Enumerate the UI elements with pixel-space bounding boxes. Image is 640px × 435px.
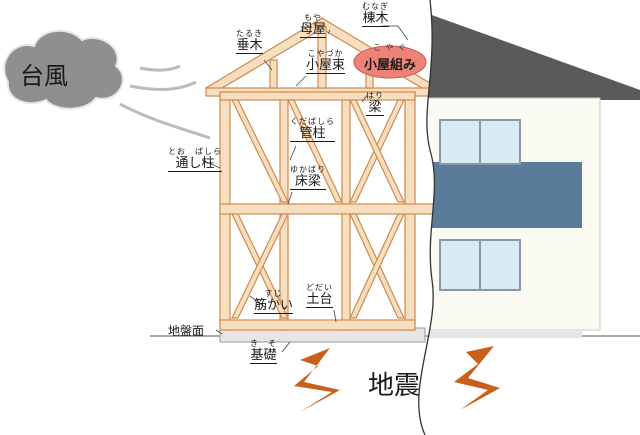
brace-u1 — [231, 99, 289, 203]
brace-label: すじ 筋かい — [254, 289, 294, 314]
brace-l2 — [231, 213, 289, 319]
floor-beam-label: ゆかばり 床梁 — [290, 165, 326, 190]
house-foundation — [418, 330, 582, 338]
rafter-label: たるき 垂木 — [236, 29, 263, 54]
brace-l4 — [349, 213, 405, 319]
foundation-label: き そ 基礎 — [250, 339, 277, 364]
through-column-label: とお ばしら 通し柱 — [168, 147, 222, 172]
roof-frame-badge-bg — [353, 45, 427, 79]
sill-label: どだい 土台 — [306, 283, 333, 308]
leader-lines — [201, 25, 409, 353]
tube-column-label: くだばしら 管柱 — [290, 117, 335, 142]
house-roof — [418, 10, 640, 100]
timber-frame — [205, 17, 439, 331]
roof-frame-badge: こ や ぐ 小屋組み — [363, 43, 416, 73]
earthquake-lightning — [294, 346, 500, 412]
king-post-label: こやづか 小屋束 — [306, 49, 346, 74]
ridge-label: むなぎ 棟木 — [362, 2, 389, 27]
house-band — [418, 162, 582, 228]
typhoon-label: 台風 — [20, 62, 68, 90]
purlin-post-left — [269, 59, 278, 89]
beam-label: はり 梁 — [366, 91, 384, 116]
sill — [219, 319, 416, 331]
main-roof-label: もや 母屋 — [300, 13, 327, 38]
earthquake-label: 地震 — [368, 371, 421, 401]
finished-house — [418, 10, 640, 338]
beam-top — [219, 91, 416, 101]
floor-beam — [219, 203, 436, 215]
typhoon-cloud — [3, 29, 211, 140]
brace-u4 — [349, 99, 405, 203]
cutaway-line — [418, 0, 436, 435]
ridge-post — [317, 25, 327, 89]
brace-u2 — [287, 99, 343, 203]
ground-level-label: 地盤面 — [168, 324, 205, 338]
